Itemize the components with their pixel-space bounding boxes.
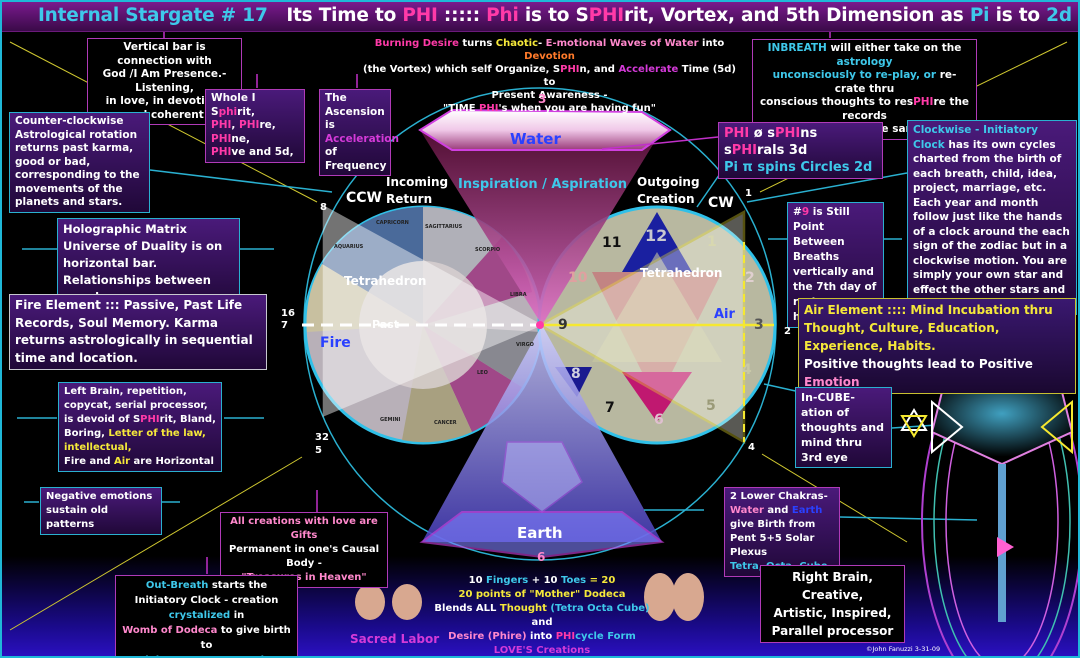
tetrahedron-left-label: Tetrahedron	[344, 274, 427, 288]
tetrahedron-right-label: Tetrahedron	[640, 266, 723, 280]
point-4: 4	[748, 442, 755, 453]
point-1: 1	[745, 188, 752, 199]
point-5: 5	[315, 445, 322, 456]
point-8: 8	[320, 202, 327, 213]
clock-11: 11	[602, 235, 622, 251]
zodiac-aquarius: AQUARIUS	[334, 244, 364, 250]
title-prefix: Internal Stargate # 17	[38, 5, 268, 26]
page-title: Internal Stargate # 17 Its Time to PHI :…	[38, 5, 1078, 26]
return-label: Return	[386, 192, 433, 206]
left-brain-note: Left Brain, repetition, copycat, serial …	[58, 382, 222, 472]
creation-label: Creation	[637, 192, 695, 206]
clock-12: 12	[645, 226, 668, 245]
clock-1: 1	[707, 234, 717, 250]
point-2: 2	[784, 326, 791, 337]
zodiac-capricorn: CAPRICORN	[376, 220, 409, 226]
sacred-labor-label: Sacred Labor	[350, 632, 440, 646]
clock-4: 4	[742, 362, 752, 378]
clock-3: 3	[754, 317, 764, 333]
clock-2: 2	[745, 270, 755, 286]
cw-label: CW	[708, 195, 734, 211]
clock-8: 8	[571, 366, 581, 382]
zodiac-scorpio: SCORPIO	[475, 247, 501, 253]
fingers-toes-note: 10 Fingers + 10 Toes = 20 20 points of "…	[434, 575, 650, 656]
phi-spins-note: PHI ø sPHIns sPHIrals 3d Pi π spins Circ…	[718, 122, 883, 179]
clockwise-note: Clockwise - Initiatory Clock has its own…	[907, 120, 1077, 315]
zodiac-sagittarius: SAGITTARIUS	[425, 224, 463, 230]
negative-emotions-note: Negative emotions sustain old patterns	[40, 487, 162, 535]
out-breath-note: Out-Breath starts the Initiatory Clock -…	[115, 575, 298, 656]
ccw-label: CCW	[346, 190, 382, 206]
incubation-note: In-CUBE-ation of thoughts and mind thru …	[795, 387, 892, 468]
inspiration-label: Inspiration / Aspiration	[458, 177, 628, 192]
right-brain-note: Right Brain, Creative, Artistic, Inspire…	[760, 565, 905, 643]
clock-10: 10	[568, 270, 588, 286]
zodiac-libra: LIBRA	[510, 292, 527, 298]
earth-label: Earth	[517, 524, 563, 542]
point-16: 16	[281, 308, 295, 319]
point-6: 6	[537, 550, 546, 564]
point-7: 7	[281, 320, 288, 331]
burning-desire-note: Burning Desire turns Chaotic- E-motional…	[363, 38, 736, 114]
copyright: ©John Fanuzzi 3-31-09	[866, 645, 941, 653]
whole-i-spirit-note: Whole I Sphirit, PHI, PHIre, PHIne, PHIv…	[205, 89, 305, 163]
fire-label: Fire	[320, 335, 351, 351]
water-label: Water	[510, 130, 561, 148]
clock-6: 6	[654, 412, 664, 428]
incoming-label: Incoming	[386, 175, 449, 189]
clock-9: 9	[558, 317, 568, 333]
counter-clockwise-note: Counter-clockwise Astrological rotation …	[9, 112, 150, 213]
point-3: 3	[538, 92, 547, 106]
air-element-note: Air Element :::: Mind Incubation thru Th…	[798, 298, 1076, 394]
energy-body-figure	[921, 351, 1078, 656]
air-label: Air	[714, 307, 735, 322]
zodiac-gemini: GEMINI	[380, 417, 401, 423]
zodiac-cancer: CANCER	[434, 420, 457, 426]
past-label: Past	[372, 318, 399, 331]
fire-element-note: Fire Element ::: Passive, Past Life Reco…	[9, 294, 267, 370]
clock-5: 5	[706, 398, 716, 414]
lower-chakras-note: 2 Lower Chakras- Water and Earth give Bi…	[724, 487, 840, 577]
title-bar: Internal Stargate # 17 Its Time to PHI :…	[2, 2, 1078, 32]
zodiac-virgo: VIRGO	[516, 342, 534, 348]
zodiac-leo: LEO	[477, 370, 488, 376]
outgoing-label: Outgoing	[637, 175, 700, 189]
ascension-note: The Ascension is Acceleration of Frequen…	[319, 89, 399, 176]
holographic-note: Holographic Matrix Universe of Duality i…	[57, 218, 240, 309]
clock-7: 7	[605, 400, 615, 416]
point-32: 32	[315, 432, 329, 443]
